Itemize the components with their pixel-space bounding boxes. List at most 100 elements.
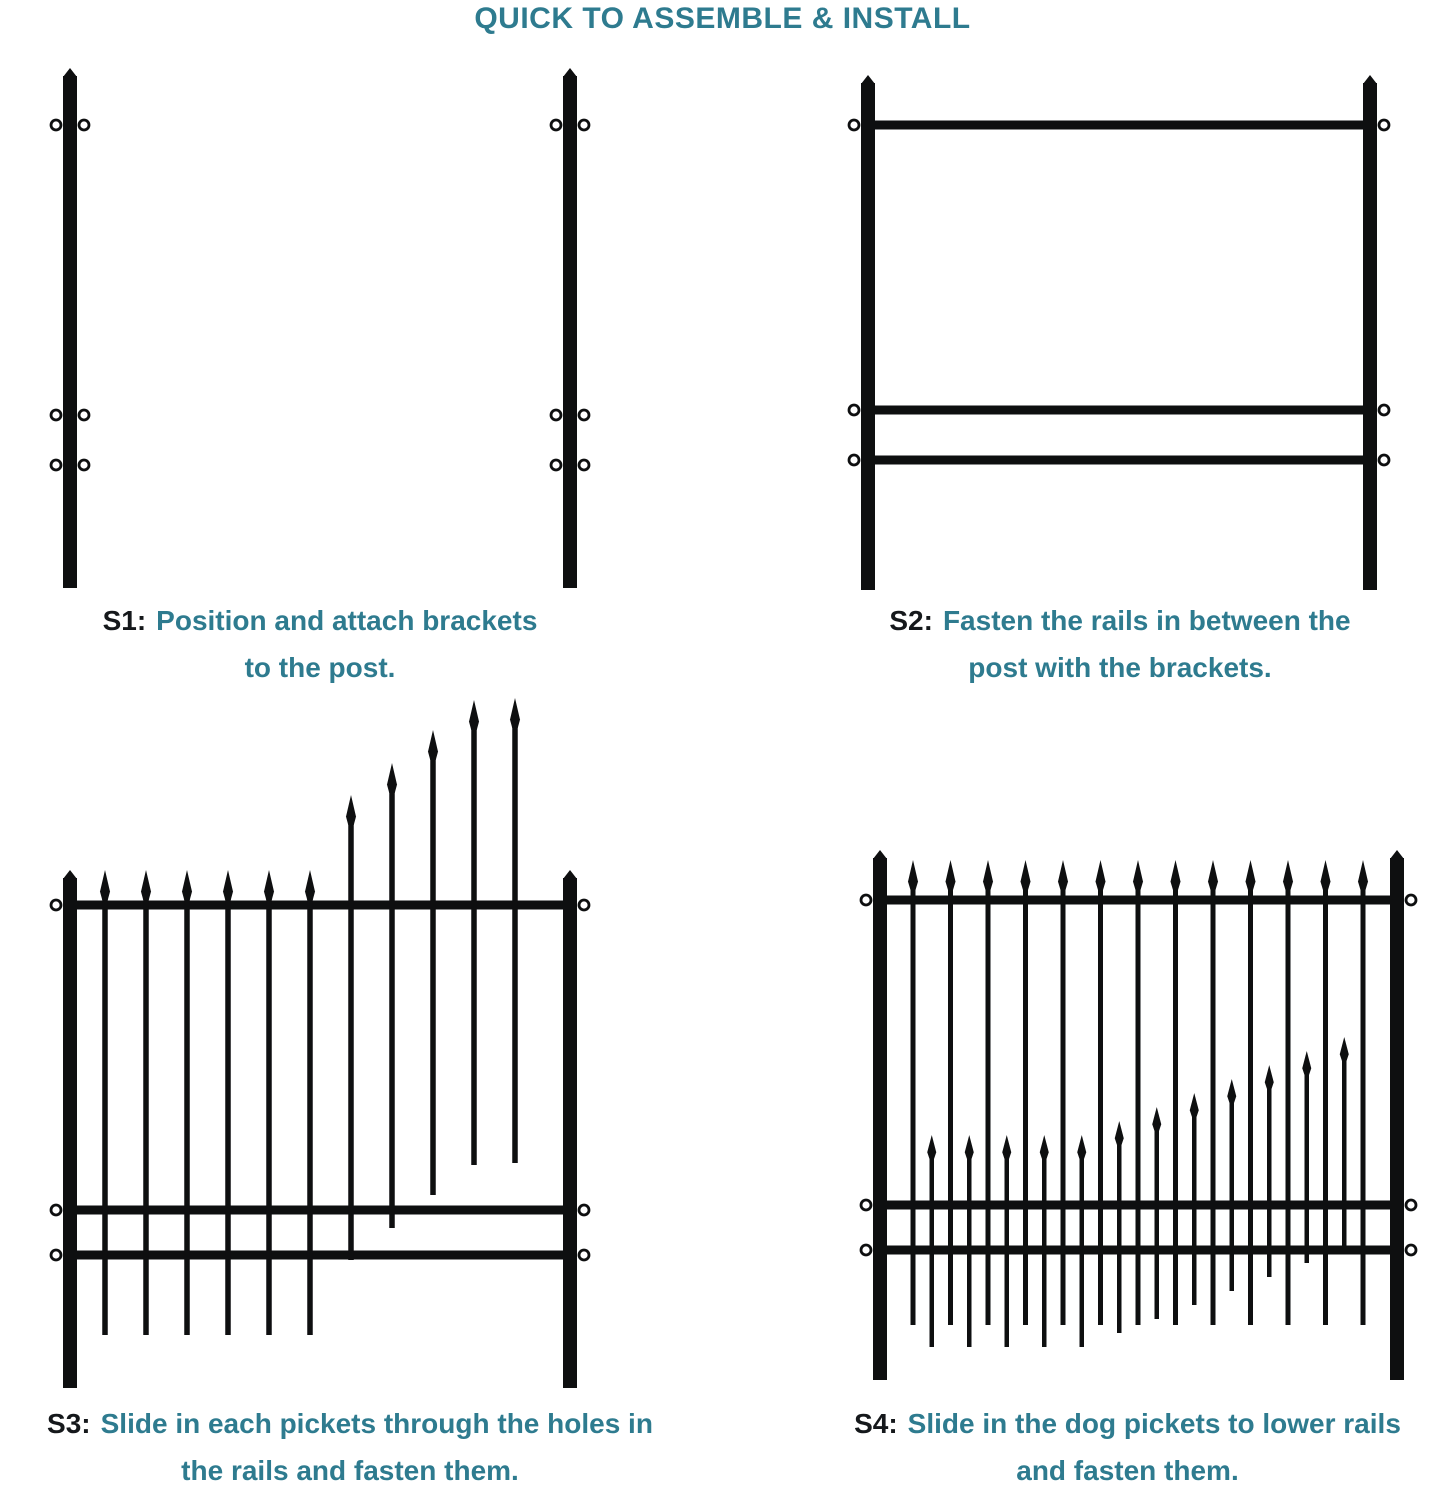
picket-spear — [1302, 1051, 1312, 1075]
picket-raised — [346, 795, 356, 1260]
step1-caption-line1: S1: Position and attach brackets — [15, 597, 625, 644]
picket-seated — [305, 870, 315, 1335]
picket-shaft — [1360, 889, 1366, 1325]
bracket-icon — [577, 408, 591, 422]
picket-shaft — [1285, 889, 1291, 1325]
picket-spear — [1320, 860, 1331, 890]
bracket-icon — [49, 898, 63, 912]
picket-shaft — [512, 727, 518, 1163]
picket-shaft — [1192, 1116, 1197, 1305]
picket-shaft — [430, 759, 436, 1195]
picket-spear — [1114, 1121, 1124, 1145]
picket-seated — [1245, 860, 1256, 1325]
picket-raised — [510, 698, 520, 1163]
bracket-icon — [847, 118, 861, 132]
picket-shaft — [266, 899, 272, 1335]
post-body — [63, 76, 77, 588]
post-cap — [873, 850, 887, 859]
picket-seated — [1020, 860, 1031, 1325]
picket-seated — [223, 870, 233, 1335]
picket-shaft — [307, 899, 313, 1335]
picket-shaft — [471, 729, 477, 1165]
dog-picket-raised — [1339, 1037, 1349, 1249]
picket-shaft — [389, 792, 395, 1228]
picket-shaft — [348, 824, 354, 1260]
step1-caption-text2: to the post. — [244, 652, 396, 683]
picket-spear — [1245, 860, 1256, 890]
fence-post — [63, 68, 77, 588]
picket-shaft — [1267, 1088, 1272, 1277]
picket-shaft — [910, 889, 916, 1325]
bracket-icon — [1377, 453, 1391, 467]
picket-spear — [1152, 1107, 1162, 1131]
step1-caption-text1: Position and attach brackets — [156, 605, 538, 636]
fence-post — [1363, 75, 1377, 590]
fence-post — [1390, 850, 1404, 1380]
bracket-icon — [1404, 1243, 1418, 1257]
picket-spear — [428, 730, 438, 760]
step1-label: S1: — [102, 605, 147, 636]
post-body — [563, 76, 577, 588]
step3-label: S3: — [47, 1408, 91, 1439]
step2-caption-text2: post with the brackets. — [968, 652, 1272, 683]
picket-seated — [945, 860, 956, 1325]
post-cap — [1363, 75, 1377, 84]
bracket-icon — [1404, 1198, 1418, 1212]
bracket-icon — [577, 118, 591, 132]
picket-spear — [387, 763, 397, 793]
bracket-icon — [49, 1203, 63, 1217]
step1-posts-diagram — [49, 68, 591, 588]
picket-spear — [469, 700, 479, 730]
dog-picket-raised — [1264, 1065, 1274, 1277]
picket-shaft — [1342, 1060, 1347, 1249]
picket-seated — [182, 870, 192, 1335]
bracket-icon — [859, 1198, 873, 1212]
picket-seated — [1058, 860, 1068, 1325]
fence-rail — [875, 120, 1363, 130]
picket-shaft — [929, 1158, 934, 1347]
bracket-icon — [847, 403, 861, 417]
post-cap — [63, 870, 77, 879]
picket-raised — [387, 763, 397, 1228]
dog-picket-seated — [1077, 1135, 1087, 1347]
bracket-icon — [577, 1248, 591, 1262]
picket-raised — [428, 730, 438, 1195]
picket-shaft — [1135, 889, 1141, 1325]
bracket-icon — [77, 118, 91, 132]
picket-seated — [1208, 860, 1218, 1325]
bracket-icon — [549, 408, 563, 422]
picket-shaft — [143, 899, 149, 1335]
picket-spear — [1358, 860, 1368, 890]
picket-spear — [983, 860, 993, 890]
bracket-icon — [77, 408, 91, 422]
bracket-icon — [1377, 118, 1391, 132]
picket-shaft — [948, 889, 953, 1325]
picket-spear — [1020, 860, 1031, 890]
step3-caption-text1: Slide in each pickets through the holes … — [100, 1408, 653, 1439]
picket-shaft — [1004, 1158, 1009, 1347]
picket-seated — [141, 870, 151, 1335]
picket-spear — [945, 860, 956, 890]
bracket-icon — [859, 1243, 873, 1257]
picket-seated — [1170, 860, 1181, 1325]
bracket-icon — [577, 1203, 591, 1217]
fence-rail — [875, 455, 1363, 465]
picket-seated — [1283, 860, 1293, 1325]
dog-picket-seated — [964, 1135, 974, 1347]
picket-spear — [1058, 860, 1068, 890]
picket-spear — [908, 860, 918, 890]
dog-picket-raised — [1302, 1051, 1312, 1263]
dog-picket-raised — [1227, 1079, 1237, 1291]
fence-rail — [77, 1250, 563, 1260]
fence-post — [563, 870, 577, 1388]
step4-dog-pickets-diagram — [859, 850, 1418, 1380]
step2-label: S2: — [889, 605, 933, 636]
dog-picket-seated — [1002, 1135, 1012, 1347]
picket-spear — [1227, 1079, 1237, 1103]
picket-shaft — [1079, 1158, 1084, 1347]
step4-caption-line2: and fasten them. — [815, 1447, 1440, 1494]
picket-spear — [1133, 860, 1143, 890]
picket-spear — [1077, 1135, 1087, 1159]
picket-spear — [223, 870, 233, 900]
bracket-icon — [1377, 403, 1391, 417]
